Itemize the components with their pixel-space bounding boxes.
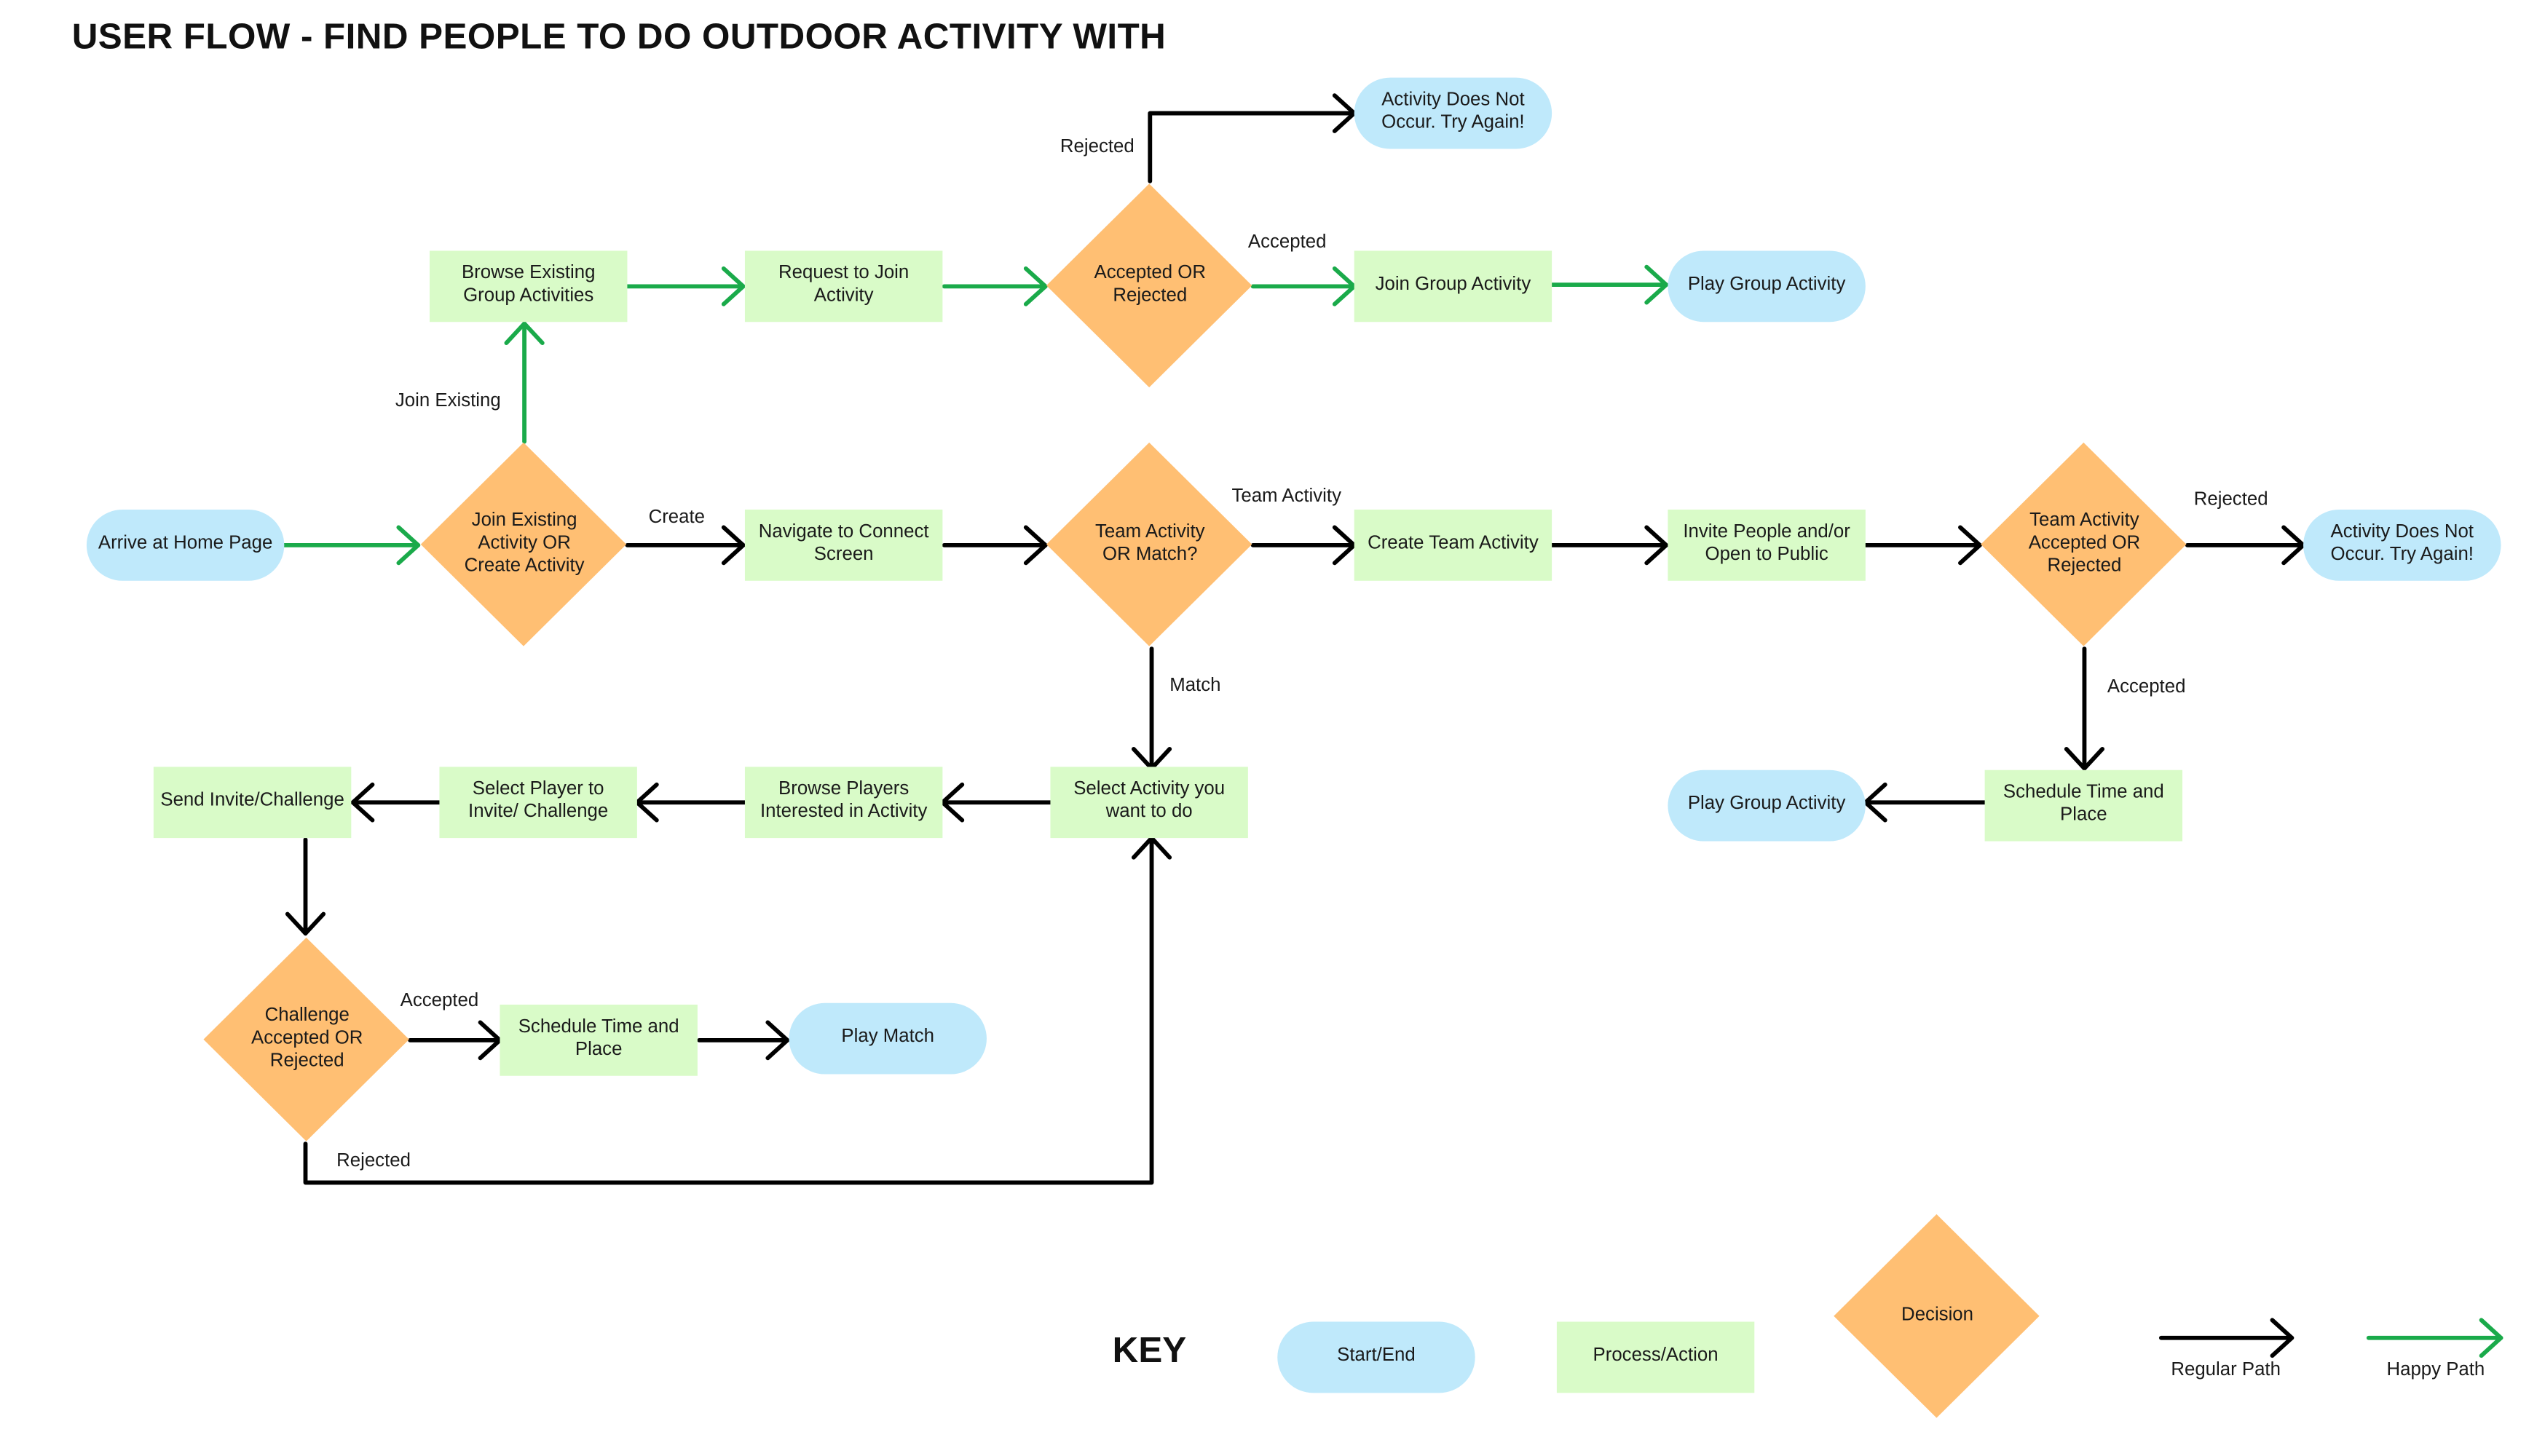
decision-team-or-match[interactable]: Team Activity OR Match? <box>1046 442 1253 647</box>
edge-label-create: Create <box>648 507 706 528</box>
key-process: Process/Action <box>1556 1321 1755 1393</box>
decision-label: Team Activity OR Match? <box>1094 523 1205 565</box>
process-browse-players[interactable]: Browse Players Interested in Activity <box>744 767 943 839</box>
edge-label-match: Match <box>1169 676 1221 696</box>
key-start-end: Start/End <box>1277 1321 1475 1393</box>
decision-label: Accepted OR Rejected <box>1094 264 1207 306</box>
edge-label-rejected-top: Rejected <box>1060 137 1135 157</box>
decision-team-accepted[interactable]: Team Activity Accepted OR Rejected <box>1981 442 2187 647</box>
edge-label-rejected-challenge: Rejected <box>336 1152 411 1171</box>
regular-path-connectors <box>285 93 2305 1185</box>
process-join-group[interactable]: Join Group Activity <box>1354 250 1552 323</box>
process-request-join[interactable]: Request to Join Activity <box>744 250 943 323</box>
process-browse-groups[interactable]: Browse Existing Group Activities <box>429 250 628 323</box>
process-send-invite[interactable]: Send Invite/Challenge <box>153 767 352 839</box>
key-arrows <box>2158 1318 2504 1358</box>
edge-label-team-activity: Team Activity <box>1231 486 1341 507</box>
key-decision-label: Decision <box>1901 1305 1974 1326</box>
key-happy-path: Happy Path <box>2386 1360 2485 1380</box>
key-title: KEY <box>1112 1329 1187 1371</box>
process-invite-people[interactable]: Invite People and/or Open to Public <box>1668 509 1866 581</box>
process-select-player[interactable]: Select Player to Invite/ Challenge <box>439 767 637 839</box>
terminal-play-group-top[interactable]: Play Group Activity <box>1668 250 1866 323</box>
process-navigate-connect[interactable]: Navigate to Connect Screen <box>744 509 943 581</box>
happy-path-connectors <box>282 264 1669 566</box>
decision-label: Join Existing Activity OR Create Activit… <box>464 511 585 576</box>
edge-label-accepted-top: Accepted <box>1247 232 1327 253</box>
key-decision: Decision <box>1834 1214 2040 1419</box>
process-schedule-team[interactable]: Schedule Time and Place <box>1984 769 2183 842</box>
decision-challenge-accepted[interactable]: Challenge Accepted OR Rejected <box>203 937 410 1142</box>
decision-join-or-create[interactable]: Join Existing Activity OR Create Activit… <box>420 442 628 647</box>
page-title: USER FLOW - FIND PEOPLE TO DO OUTDOOR AC… <box>71 16 1167 57</box>
edge-label-join-existing: Join Existing <box>395 391 501 411</box>
process-select-activity[interactable]: Select Activity you want to do <box>1050 767 1248 839</box>
terminal-play-group-bottom[interactable]: Play Group Activity <box>1668 769 1866 842</box>
terminal-not-occur-top[interactable]: Activity Does Not Occur. Try Again! <box>1354 77 1552 149</box>
decision-accepted-or-rejected[interactable]: Accepted OR Rejected <box>1046 183 1253 388</box>
terminal-play-match[interactable]: Play Match <box>789 1002 987 1075</box>
terminal-arrive-home[interactable]: Arrive at Home Page <box>86 509 285 581</box>
terminal-not-occur-right[interactable]: Activity Does Not Occur. Try Again! <box>2303 509 2501 581</box>
decision-label: Challenge Accepted OR Rejected <box>251 1006 363 1071</box>
edge-label-accepted-challenge: Accepted <box>400 992 479 1011</box>
process-create-team[interactable]: Create Team Activity <box>1354 509 1552 581</box>
edge-label-accepted-right: Accepted <box>2107 678 2186 697</box>
process-schedule-match[interactable]: Schedule Time and Place <box>500 1004 698 1076</box>
key-regular-path: Regular Path <box>2171 1360 2281 1380</box>
decision-label: Team Activity Accepted OR Rejected <box>2028 511 2141 576</box>
edge-label-rejected-right: Rejected <box>2193 490 2268 510</box>
